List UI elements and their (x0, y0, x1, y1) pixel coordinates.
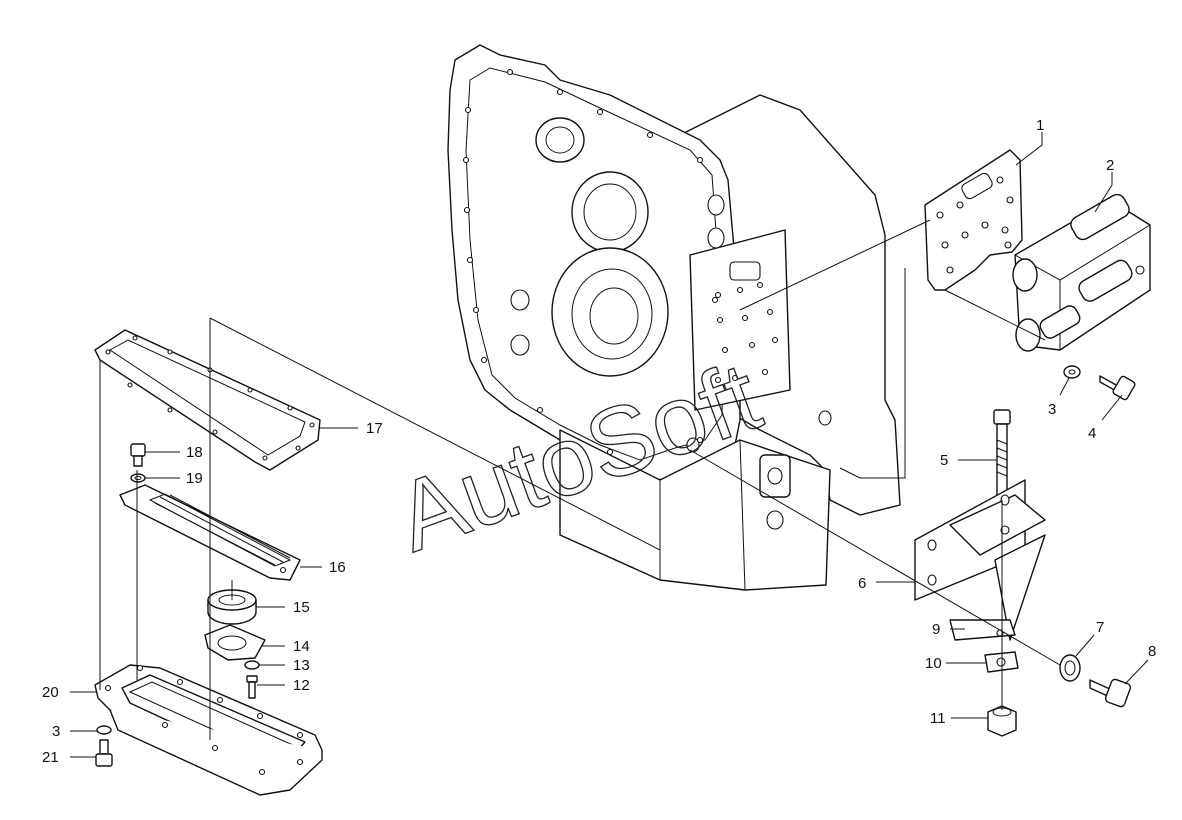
callout-16: 16 (329, 559, 346, 576)
callout-labels: 1 2 3 4 5 6 7 8 9 10 11 12 13 14 15 16 1… (42, 117, 1156, 766)
drain-bolt-part-21 (95, 739, 113, 767)
callout-3-top: 3 (1048, 401, 1056, 418)
gearbox-housing (447, 44, 901, 591)
callout-15: 15 (293, 599, 310, 616)
mounting-bracket-part-6 (914, 479, 1046, 641)
callout-6: 6 (858, 575, 866, 592)
bolt-part-12 (246, 675, 258, 699)
bolt-part-8 (1089, 678, 1132, 708)
callout-21: 21 (42, 749, 59, 766)
oil-pan-part-20 (94, 664, 323, 796)
callout-13: 13 (293, 657, 310, 674)
washer-part-19 (130, 473, 146, 483)
washer-part-7 (1059, 654, 1081, 682)
spring-plate-part-9 (949, 619, 1016, 641)
callout-1: 1 (1036, 117, 1044, 134)
valve-block-part-2 (1012, 193, 1151, 352)
callout-2: 2 (1106, 157, 1114, 174)
gasket-plate-part-1 (924, 149, 1023, 291)
washer-part-3-top (1063, 365, 1081, 379)
callout-5: 5 (940, 452, 948, 469)
projection-lines (99, 219, 1061, 740)
callout-11: 11 (930, 710, 946, 727)
callout-14: 14 (293, 638, 310, 655)
washer-part-13 (244, 660, 260, 670)
callout-12: 12 (293, 677, 310, 694)
nut-part-11 (987, 705, 1017, 737)
callout-4: 4 (1088, 425, 1096, 442)
callout-8: 8 (1148, 643, 1156, 660)
callout-7: 7 (1096, 619, 1104, 636)
callout-19: 19 (186, 470, 203, 487)
callout-18: 18 (186, 444, 203, 461)
callout-10: 10 (925, 655, 942, 672)
callout-20: 20 (42, 684, 59, 701)
callout-9: 9 (932, 621, 940, 638)
callout-leaders (70, 132, 1149, 758)
callout-17: 17 (366, 420, 383, 437)
plug-part-18 (130, 443, 146, 467)
washer-part-3-bottom (96, 725, 112, 735)
bolt-part-4 (1099, 375, 1136, 401)
callout-3-bottom: 3 (52, 723, 60, 740)
washer-plate-part-10 (984, 651, 1019, 673)
flange-plate-part-14 (204, 624, 266, 661)
cover-gasket-part-17 (94, 329, 321, 471)
